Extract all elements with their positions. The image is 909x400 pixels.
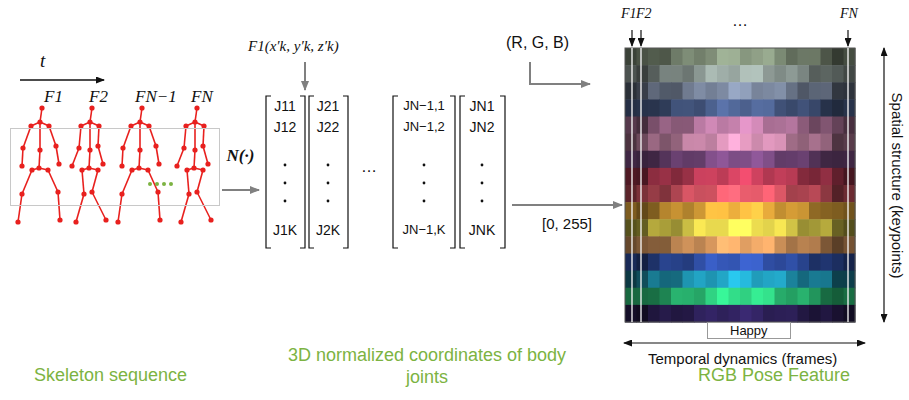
channel-label: (R, G, B)	[506, 34, 569, 52]
function-label: F1(x′k, y′k, z′k)	[248, 38, 339, 55]
frame-label: FN	[840, 6, 858, 22]
rgb-image-cells	[625, 48, 856, 323]
axis-label: Temporal dynamics (frames)	[648, 350, 837, 367]
leader-arrow	[530, 62, 590, 84]
matrix-entry: JN−1,K	[403, 222, 446, 237]
matrix-entry: JNK	[469, 222, 495, 238]
matrix-brackets	[266, 96, 505, 248]
matrix-entry: J22	[317, 119, 340, 135]
matrix-entry: J2K	[316, 222, 340, 238]
frame-label: F1	[44, 87, 63, 107]
frame-label: FN	[191, 87, 213, 107]
ellipsis: …	[361, 158, 377, 176]
axis-label: t	[40, 50, 45, 72]
frame-label: F2	[89, 87, 108, 107]
panel-caption: Skeleton sequence	[34, 365, 187, 386]
frame-label: F2	[636, 6, 652, 22]
matrix-entry: J1K	[273, 222, 297, 238]
frame-arrows	[632, 30, 848, 46]
edge-label: N(·)	[227, 146, 255, 166]
ellipsis-dots	[148, 182, 173, 186]
connector-arrow	[222, 189, 259, 191]
matrix-entry: J12	[274, 119, 297, 135]
panel-caption: RGB Pose Feature	[698, 365, 850, 386]
edge-label: [0, 255]	[542, 215, 592, 232]
vertical-dots	[284, 164, 484, 203]
frame-label: F1	[621, 6, 637, 22]
axis-label: Spatial structure (keypoints)	[889, 92, 906, 278]
skeleton-panel: F1F2FN−1FN	[10, 128, 220, 206]
frame-label: FN−1	[135, 87, 177, 107]
matrix-entry: JN1	[470, 98, 495, 114]
spatial-arrow	[883, 48, 884, 322]
matrix-entry: J11	[274, 98, 296, 114]
frame-lines	[632, 48, 848, 322]
matrix-entry: J21	[317, 98, 340, 114]
temporal-arrow	[624, 342, 865, 343]
leader-arrow	[304, 62, 306, 90]
matrix-entry: JN−1,1	[403, 98, 445, 113]
connector-arrow	[512, 204, 622, 206]
class-tag: Happy	[707, 322, 791, 339]
rgb-image: Happy	[625, 48, 855, 322]
matrix-entry: JN2	[470, 119, 495, 135]
panel-caption: 3D normalized coordinates of body joints	[282, 344, 572, 388]
image-border	[625, 48, 855, 322]
ellipsis: …	[732, 12, 748, 30]
matrix-entry: JN−1,2	[403, 119, 445, 134]
joint-matrices: J11J12J1K J21J22J2K JN−1,1JN−1,2JN−1,K JN1J…	[262, 92, 510, 252]
skeleton-figures	[15, 105, 213, 224]
time-arrow	[20, 79, 104, 80]
